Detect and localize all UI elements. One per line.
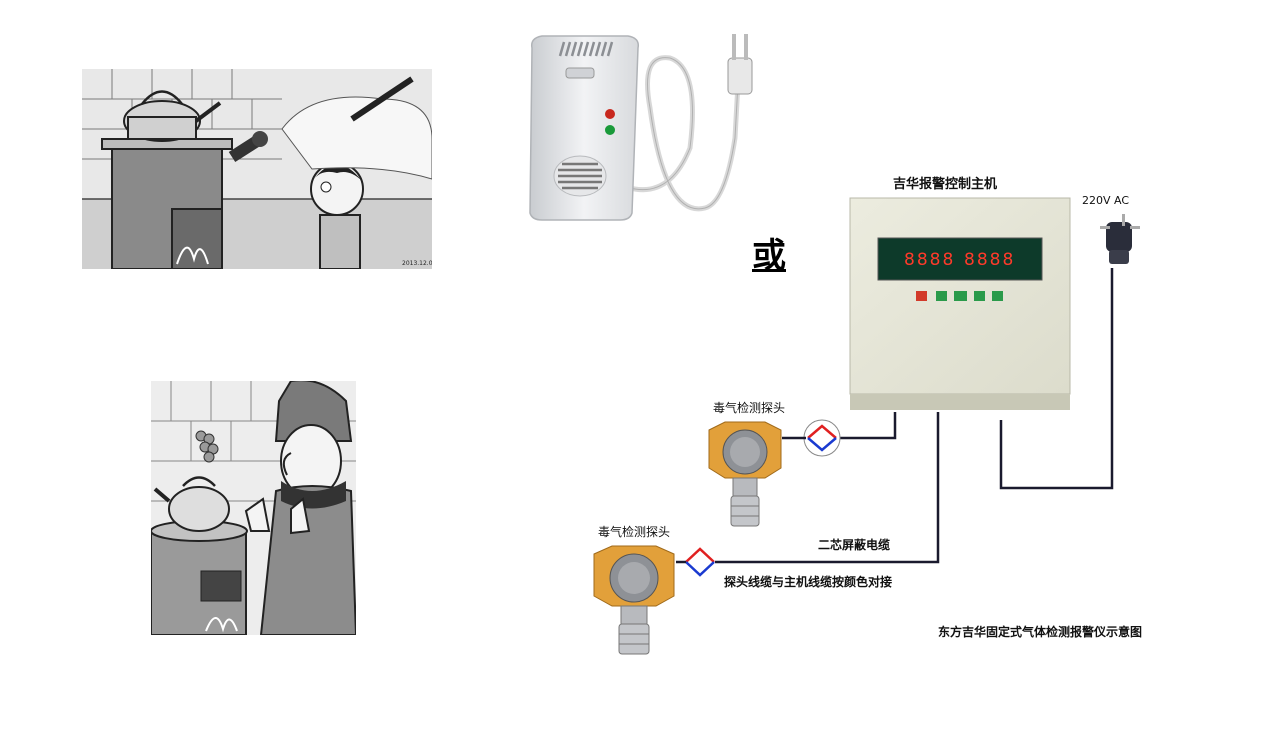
cartoon-stove-boy: 2013.12.07 — [82, 69, 432, 269]
display-left-digits: 8888 — [904, 250, 955, 270]
household-gas-alarm — [529, 34, 753, 221]
gas-probe-1 — [708, 421, 782, 527]
probe1-label: 毒气检测探头 — [713, 401, 786, 415]
controller-title: 吉华报警控制主机 — [893, 177, 998, 192]
power-plug — [1100, 214, 1140, 264]
display-right-digits: 8888 — [964, 250, 1015, 270]
diagram-caption: 东方吉华固定式气体检测报警仪示意图 — [938, 625, 1143, 639]
probe2-label: 毒气检测探头 — [598, 525, 671, 539]
controller-button-ok — [954, 291, 967, 301]
power-cable — [999, 268, 1114, 490]
or-separator: 或 — [752, 236, 786, 276]
probe1-cable — [840, 412, 897, 440]
svg-text:2013.12.07: 2013.12.07 — [402, 260, 432, 267]
alarm-controller: 8888 8888 — [849, 197, 1071, 410]
controller-button-reset — [916, 291, 927, 301]
cartoon-man-warming-hands — [151, 381, 356, 635]
probe2-cable — [715, 412, 940, 564]
cable-label: 二芯屏蔽电缆 — [818, 538, 891, 552]
controller-button-up — [974, 291, 985, 301]
power-label: 220V AC — [1082, 194, 1130, 207]
wiring-note: 探头线缆与主机线缆按颜色对接 — [724, 575, 893, 589]
gas-probe-2 — [593, 545, 675, 655]
controller-button-down — [992, 291, 1003, 301]
probe1-junction-diamond — [782, 419, 841, 457]
controller-button-left — [936, 291, 947, 301]
probe2-junction-diamond — [676, 547, 715, 577]
